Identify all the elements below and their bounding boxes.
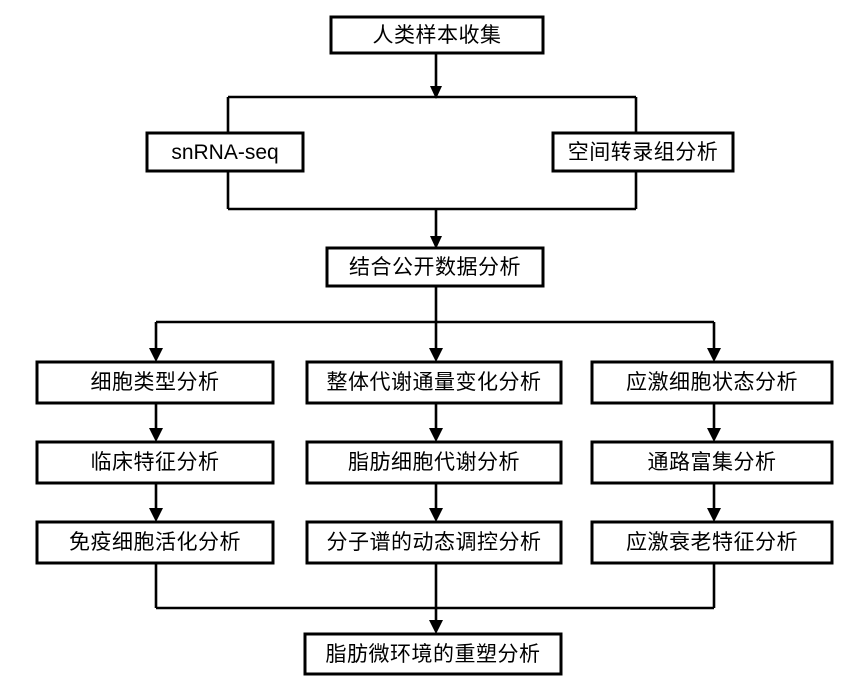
node-box-public-data-integration[interactable] [325,246,545,288]
arrowhead-merge-to-integration [430,236,442,249]
arrowhead-bottom-merge-to-conclusion [429,620,443,634]
node-box-adipocyte-metabolism-analysis[interactable] [305,440,563,485]
arrowhead-branch-center [429,348,443,362]
node-box-pathway-enrichment-analysis[interactable] [590,440,834,485]
node-box-molecular-dynamics-analysis[interactable] [305,520,563,565]
arrowhead-col2-step2-to-step3 [429,508,443,522]
arrowhead-col3-step2-to-step3 [707,508,721,522]
arrowhead-col2-step1-to-step2 [429,428,443,442]
node-box-immune-activation-analysis[interactable] [35,520,275,565]
node-box-stress-senescence-analysis[interactable] [590,520,834,565]
arrowhead-branch-left [149,348,163,362]
arrowhead-branch-right [707,348,721,362]
node-box-stress-cell-state-analysis[interactable] [590,360,834,405]
node-box-metabolic-flux-analysis[interactable] [305,360,563,405]
node-box-cell-type-analysis[interactable] [35,360,275,405]
node-box-human-sample-collection[interactable] [329,15,545,55]
arrowhead-collection-to-split [430,86,442,99]
arrowhead-col1-step2-to-step3 [149,508,163,522]
arrowhead-col1-step1-to-step2 [149,428,163,442]
node-box-snrna-seq[interactable] [145,131,305,173]
arrowhead-col3-step1-to-step2 [707,428,721,442]
node-box-adipose-microenvironment-remodeling[interactable] [303,632,563,676]
node-box-spatial-transcriptomics[interactable] [551,131,735,173]
node-box-clinical-feature-analysis[interactable] [35,440,275,485]
